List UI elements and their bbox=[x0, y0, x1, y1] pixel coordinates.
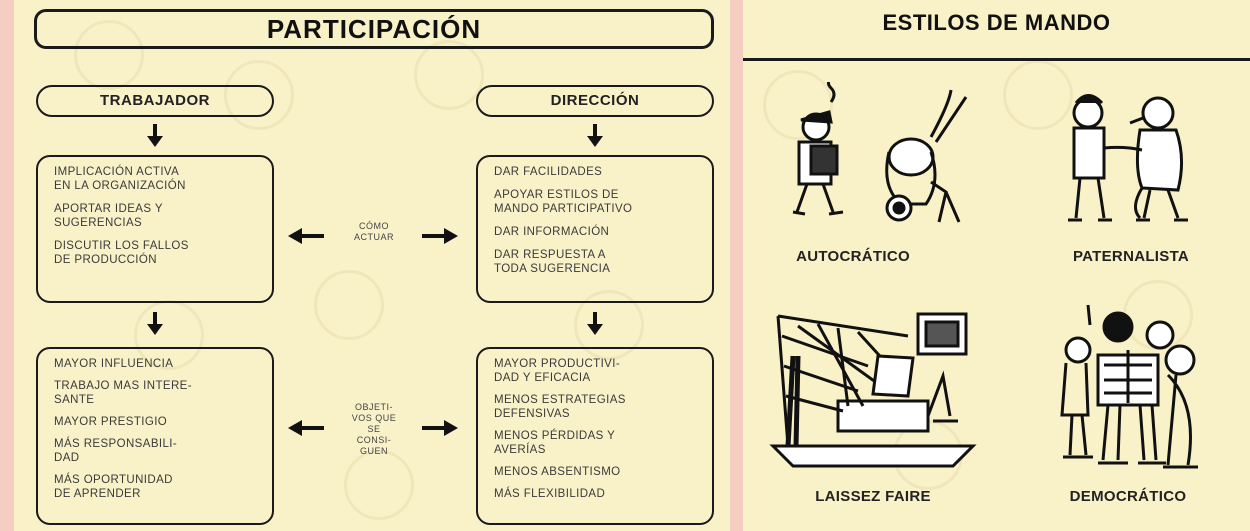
arrow-left-icon bbox=[288, 228, 324, 244]
democratic-illustration-icon bbox=[1060, 304, 1198, 469]
management-benefit: MENOS PÉRDIDAS Y AVERÍAS bbox=[494, 430, 616, 456]
paternalist-illustration-icon bbox=[1068, 94, 1188, 222]
management-header: DIRECCIÓN bbox=[476, 85, 714, 117]
worker-benefits-box: MAYOR INFLUENCIA TRABAJO MAS INTERE- SAN… bbox=[36, 347, 274, 525]
worker-benefit: TRABAJO MAS INTERE- SANTE bbox=[54, 380, 192, 406]
management-action: APOYAR ESTILOS DE MANDO PARTICIPATIVO bbox=[494, 189, 633, 215]
arrow-right-icon bbox=[422, 420, 458, 436]
management-action: DAR INFORMACIÓN bbox=[494, 226, 610, 238]
title-divider bbox=[743, 58, 1250, 61]
watermark-logo bbox=[314, 270, 384, 340]
management-action: DAR RESPUESTA A TODA SUGERENCIA bbox=[494, 249, 611, 275]
worker-benefit: MAYOR PRESTIGIO bbox=[54, 416, 168, 428]
worker-action: IMPLICACIÓN ACTIVA EN LA ORGANIZACIÓN bbox=[54, 166, 186, 192]
worker-actions-box: IMPLICACIÓN ACTIVA EN LA ORGANIZACIÓN AP… bbox=[36, 155, 274, 303]
arrow-left-icon bbox=[288, 420, 324, 436]
leadership-styles-panel: ESTILOS DE MANDO AUTOCRÁTICO bbox=[743, 0, 1250, 531]
management-actions-box: DAR FACILIDADES APOYAR ESTILOS DE MANDO … bbox=[476, 155, 714, 303]
style-label-autocratic: AUTOCRÁTICO bbox=[796, 248, 910, 265]
participation-title: PARTICIPACIÓN bbox=[34, 9, 714, 49]
management-benefit: MENOS ESTRATEGIAS DEFENSIVAS bbox=[494, 394, 626, 420]
how-to-act-label: CÓMO ACTUAR bbox=[353, 221, 394, 242]
management-benefit: MÁS FLEXIBILIDAD bbox=[494, 488, 606, 500]
management-benefit: MENOS ABSENTISMO bbox=[494, 466, 621, 478]
arrow-down-icon bbox=[587, 312, 603, 335]
watermark-logo bbox=[763, 70, 833, 140]
style-label-laissez-faire: LAISSEZ FAIRE bbox=[815, 488, 931, 505]
worker-action: APORTAR IDEAS Y SUGERENCIAS bbox=[54, 203, 163, 229]
worker-header: TRABAJADOR bbox=[36, 85, 274, 117]
style-label-democratic: DEMOCRÁTICO bbox=[1069, 488, 1187, 505]
arrow-down-icon bbox=[147, 124, 163, 147]
objectives-label: OBJETI- VOS QUE SE CONSI- GUEN bbox=[351, 402, 397, 456]
worker-benefit: MAYOR INFLUENCIA bbox=[54, 358, 174, 370]
laissez-faire-illustration-icon bbox=[769, 312, 977, 468]
watermark-logo bbox=[574, 290, 644, 360]
watermark-logo bbox=[224, 60, 294, 130]
management-benefit: MAYOR PRODUCTIVI- DAD Y EFICACIA bbox=[494, 358, 621, 384]
participation-panel: PARTICIPACIÓN TRABAJADOR DIRECCIÓN IMPLI… bbox=[14, 0, 730, 531]
watermark-logo bbox=[74, 20, 144, 90]
worker-benefit: MÁS RESPONSABILI- DAD bbox=[54, 438, 178, 464]
arrow-right-icon bbox=[422, 228, 458, 244]
watermark-logo bbox=[414, 40, 484, 110]
watermark-logo bbox=[1003, 60, 1073, 130]
watermark-logo bbox=[344, 450, 414, 520]
worker-action: DISCUTIR LOS FALLOS DE PRODUCCIÓN bbox=[54, 240, 189, 266]
worker-benefit: MÁS OPORTUNIDAD DE APRENDER bbox=[54, 474, 173, 500]
arrow-down-icon bbox=[147, 312, 163, 335]
autocratic-illustration-icon bbox=[792, 82, 968, 223]
arrow-down-icon bbox=[587, 124, 603, 147]
styles-title: ESTILOS DE MANDO bbox=[882, 10, 1111, 35]
style-label-paternalist: PATERNALISTA bbox=[1072, 248, 1190, 265]
management-benefits-box: MAYOR PRODUCTIVI- DAD Y EFICACIA MENOS E… bbox=[476, 347, 714, 525]
management-action: DAR FACILIDADES bbox=[494, 166, 603, 178]
